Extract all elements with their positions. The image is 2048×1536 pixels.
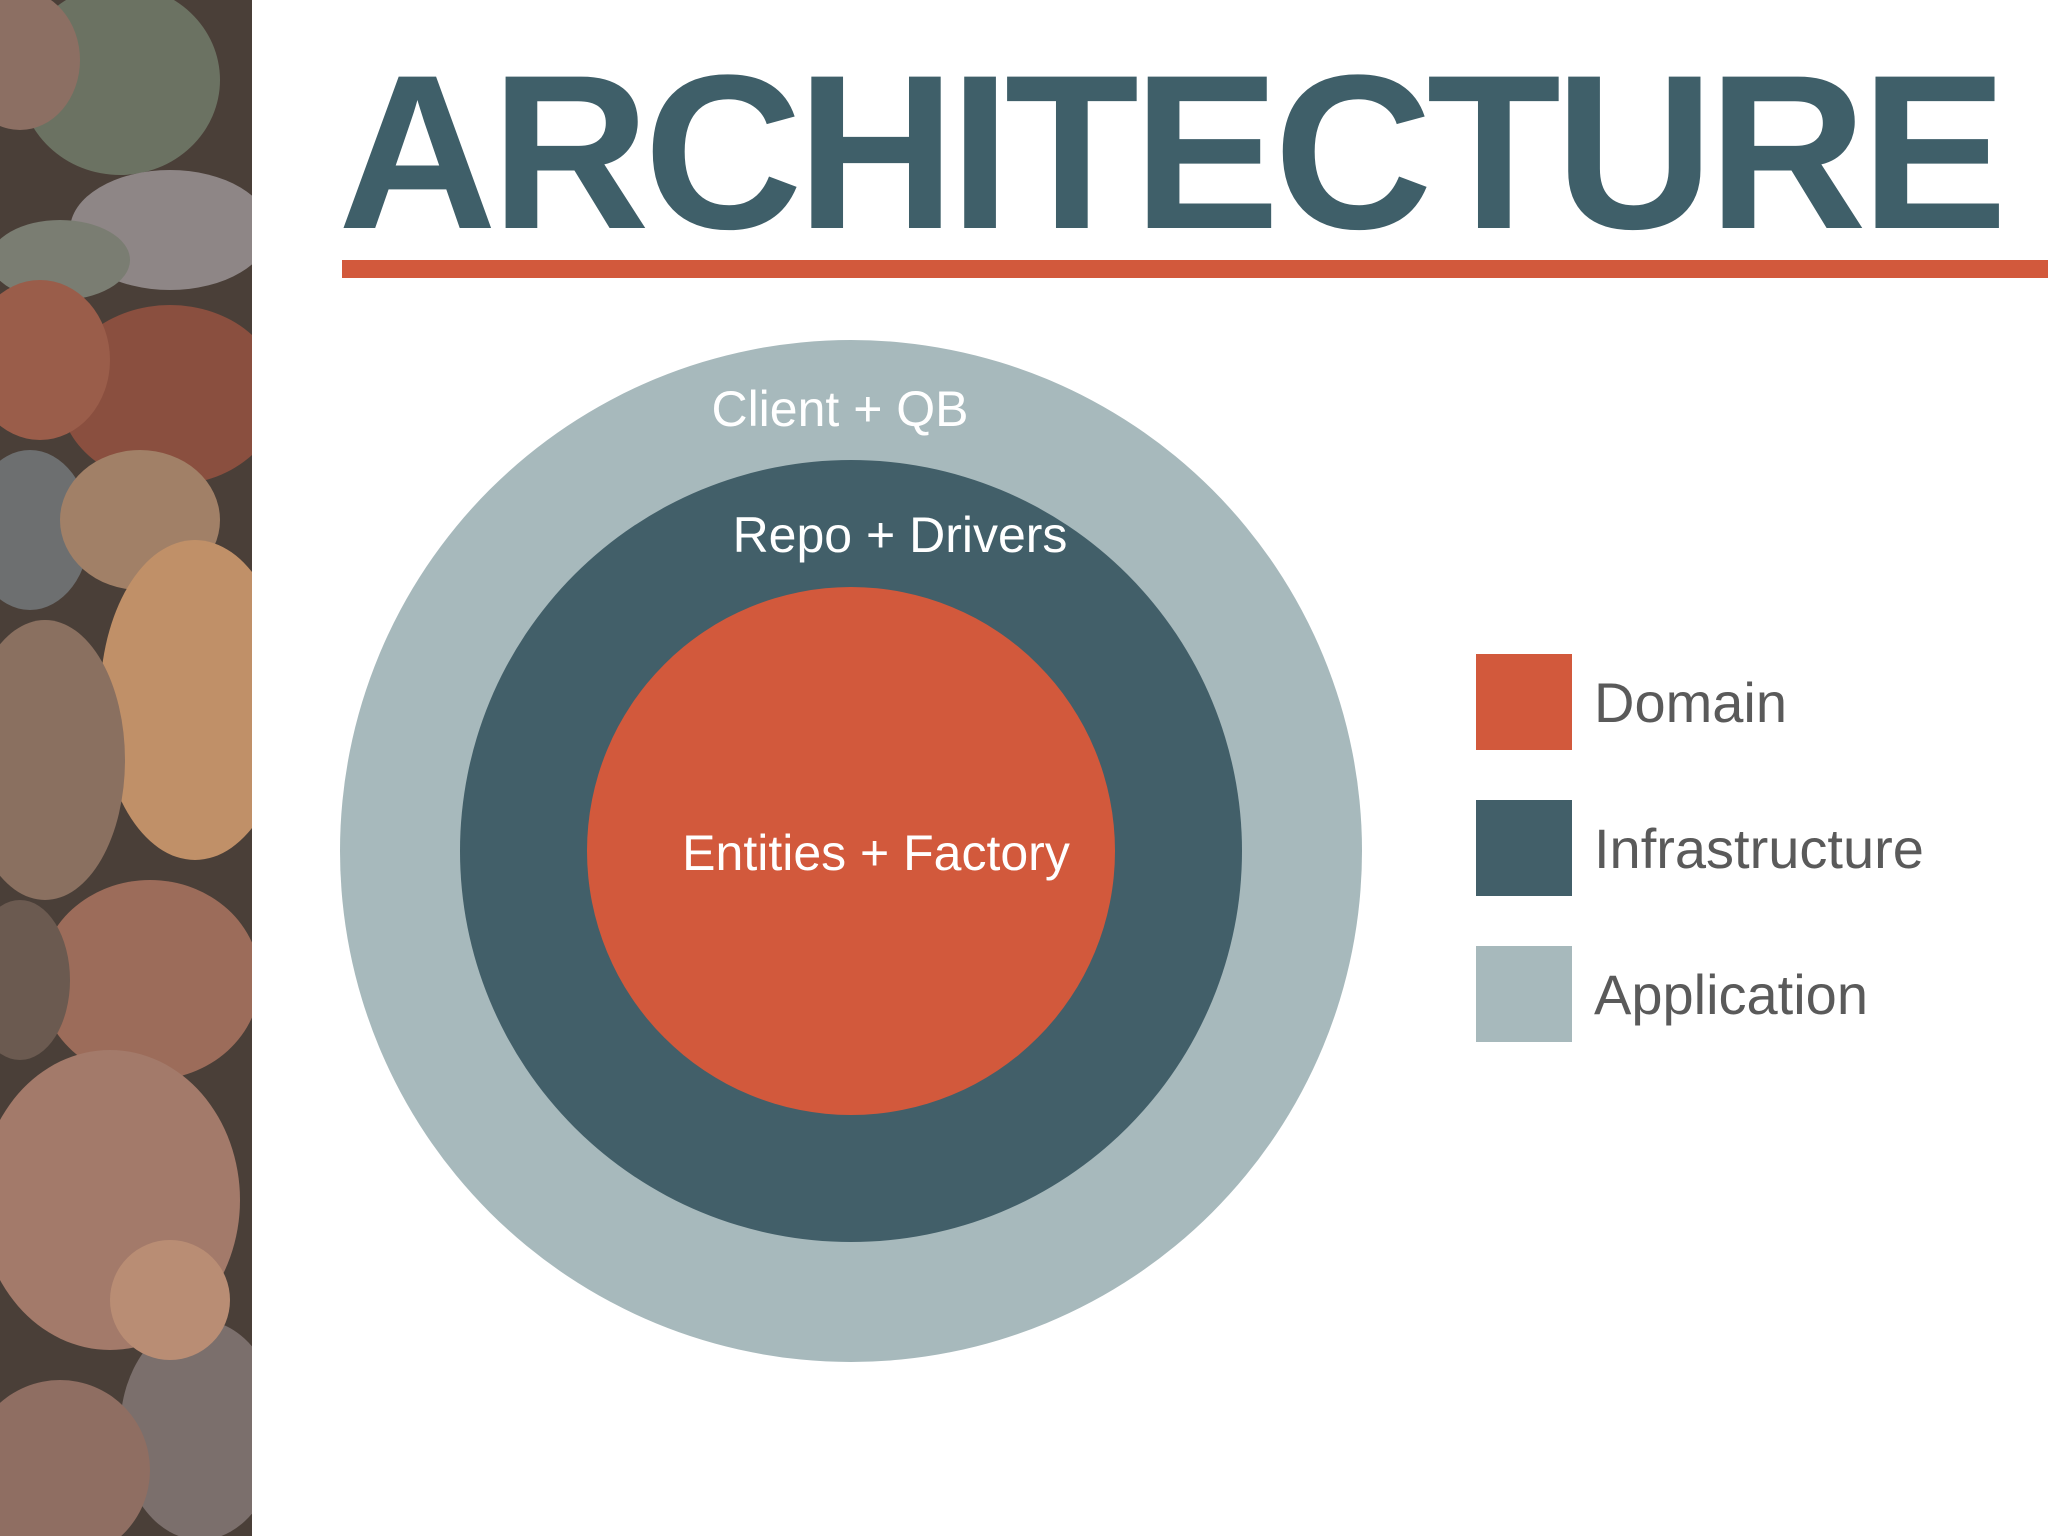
- domain-layer-core: [587, 587, 1115, 1115]
- layered-architecture-diagram: Client + QB Repo + Drivers Entities + Fa…: [330, 330, 1380, 1380]
- legend: Domain Infrastructure Application: [1476, 654, 2016, 1046]
- domain-layer-label: Entities + Factory: [682, 825, 1070, 881]
- legend-item-domain: Domain: [1476, 654, 2016, 750]
- page-title: ARCHITECTURE: [338, 29, 2008, 275]
- legend-label-domain: Domain: [1594, 670, 1787, 734]
- legend-item-infrastructure: Infrastructure: [1476, 800, 2016, 896]
- legend-item-application: Application: [1476, 946, 2016, 1042]
- infrastructure-layer-label: Repo + Drivers: [733, 507, 1068, 563]
- legend-label-infrastructure: Infrastructure: [1594, 816, 1924, 880]
- legend-label-application: Application: [1594, 962, 1868, 1026]
- legend-swatch-infrastructure: [1476, 800, 1572, 896]
- pebble-photo-strip: [0, 0, 252, 1536]
- legend-swatch-application: [1476, 946, 1572, 1042]
- legend-swatch-domain: [1476, 654, 1572, 750]
- title-underline: [342, 260, 2048, 278]
- application-layer-label: Client + QB: [711, 381, 968, 437]
